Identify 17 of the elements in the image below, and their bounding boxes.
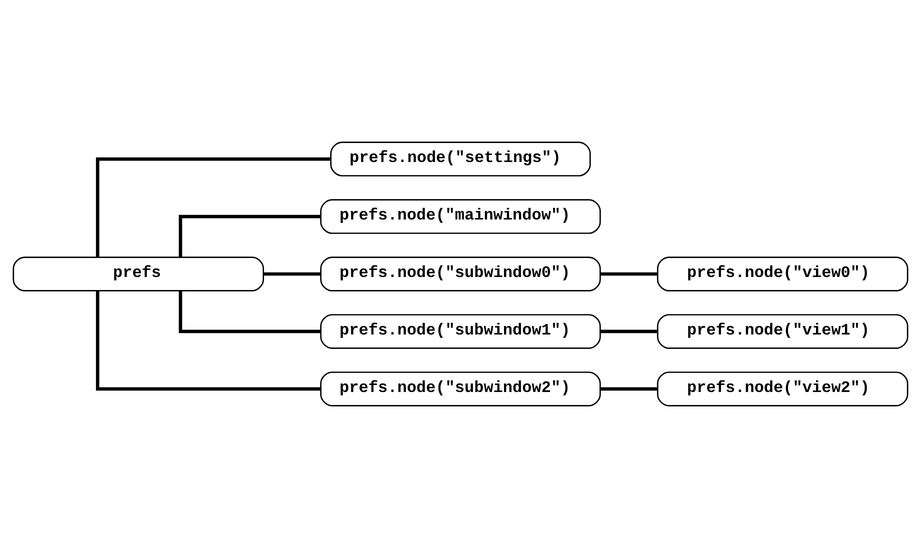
- connector: [600, 272, 658, 276]
- connector: [600, 330, 658, 334]
- node-box: prefs.node("mainwindow"): [320, 199, 601, 234]
- connector: [96, 290, 321, 391]
- node-box: prefs.node("view0"): [656, 256, 908, 292]
- connector: [178, 290, 320, 334]
- node-box: prefs.node("view2"): [656, 372, 908, 406]
- connector: [263, 272, 321, 276]
- connector: [600, 387, 658, 391]
- connector: [96, 157, 331, 258]
- node-box: prefs.node("subwindow2"): [320, 372, 601, 406]
- node-box: prefs.node("settings"): [330, 142, 591, 176]
- node-box: prefs.node("view1"): [656, 314, 908, 349]
- node-box: prefs.node("subwindow0"): [320, 256, 601, 292]
- connector: [178, 214, 320, 258]
- node-box: prefs.node("subwindow1"): [320, 314, 601, 349]
- node-box: prefs: [12, 256, 264, 292]
